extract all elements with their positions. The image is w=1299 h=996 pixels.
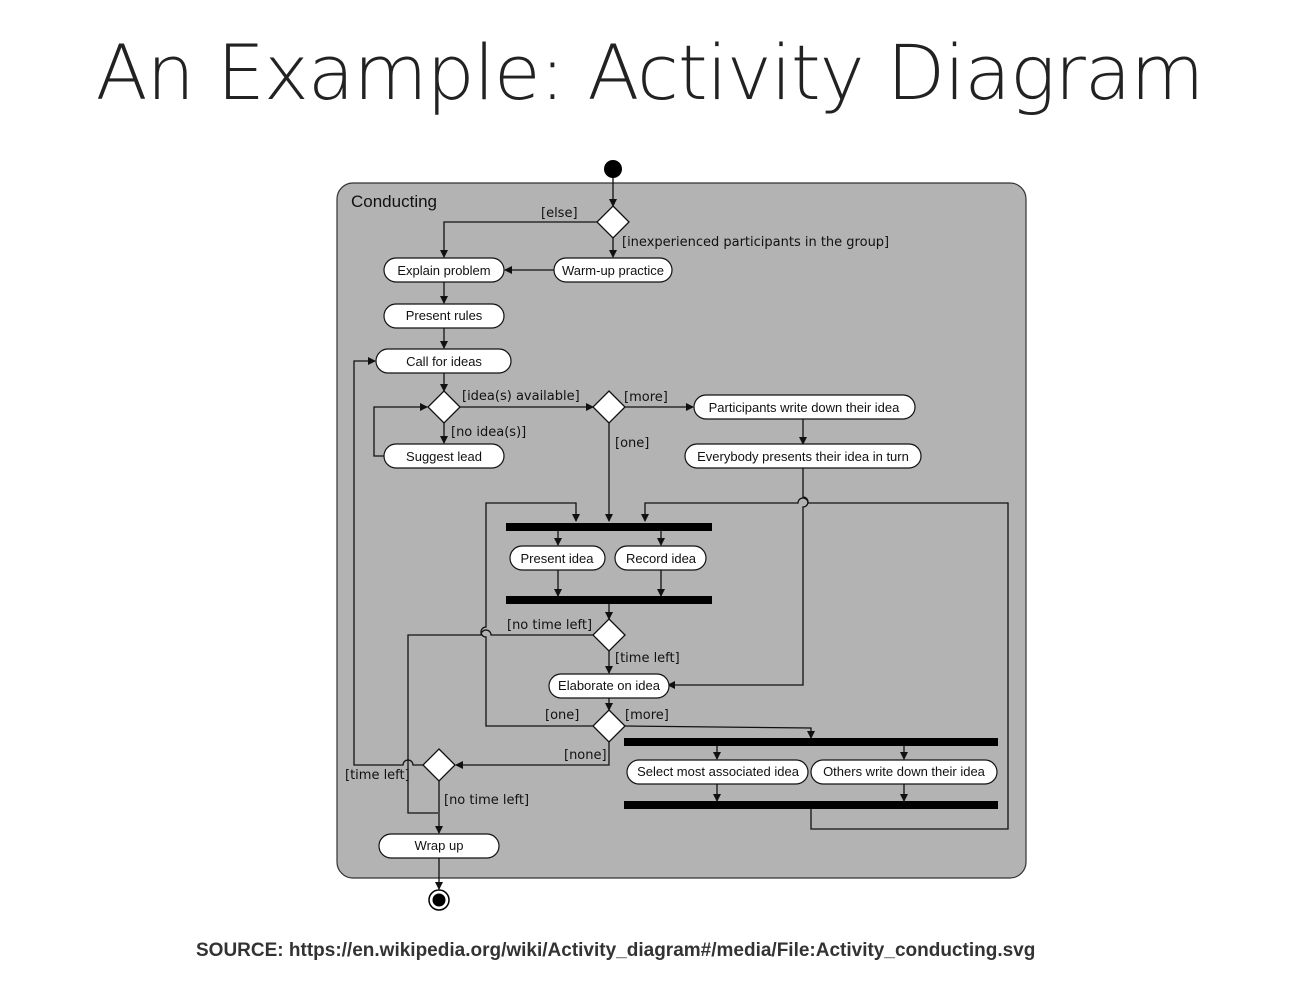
- decision-node-1: [596, 205, 630, 239]
- guard-more-1: [more]: [624, 390, 668, 405]
- activity-nodes: [375, 257, 998, 859]
- activity-elaborate: [548, 673, 670, 699]
- edges: [353, 178, 1009, 890]
- guard-time-left-2: [time left]: [345, 768, 410, 783]
- label-participants-write: Participants write down their idea: [709, 400, 901, 415]
- guard-ideas-available: [idea(s) available]: [462, 389, 580, 404]
- guard-one-2: [one]: [545, 708, 579, 723]
- activity-select-associated: [626, 759, 809, 785]
- activity-others-write: [810, 759, 998, 785]
- guard-else: [else]: [541, 206, 578, 221]
- decision-nodes: [422, 205, 630, 782]
- label-suggest-lead: Suggest lead: [406, 449, 482, 464]
- join-bar-1: [506, 596, 712, 604]
- label-explain-problem: Explain problem: [397, 263, 490, 278]
- fork-bar-2: [624, 738, 998, 746]
- fork-join-bars: [506, 523, 998, 809]
- label-everybody-presents: Everybody presents their idea in turn: [697, 449, 909, 464]
- guard-labels: [else] [inexperienced participants in th…: [345, 206, 889, 808]
- guard-no-time-left-1: [no time left]: [507, 618, 592, 633]
- activity-labels: Warm-up practice Explain problem Present…: [397, 263, 985, 853]
- decision-node-2: [427, 390, 461, 424]
- activity-warm-up: [553, 257, 673, 283]
- label-call-for-ideas: Call for ideas: [406, 354, 482, 369]
- decision-node-3: [592, 390, 626, 424]
- activity-record-idea: [614, 545, 707, 571]
- guard-no-time-left-2: [no time left]: [444, 793, 529, 808]
- activity-participants-write: [693, 394, 916, 420]
- activity-present-rules: [383, 303, 505, 329]
- guard-inexperienced: [inexperienced participants in the group…: [622, 235, 889, 250]
- label-wrap-up: Wrap up: [415, 838, 464, 853]
- activity-explain-problem: [383, 257, 505, 283]
- initial-node: [604, 160, 622, 178]
- guard-time-left-1: [time left]: [615, 651, 680, 666]
- join-bar-2: [624, 801, 998, 809]
- label-others-write: Others write down their idea: [823, 764, 986, 779]
- decision-node-5: [592, 709, 626, 743]
- activity-everybody-presents: [684, 443, 922, 469]
- activity-suggest-lead: [383, 443, 505, 469]
- frame-label: Conducting: [351, 192, 437, 211]
- final-node: [428, 889, 450, 911]
- label-record-idea: Record idea: [626, 551, 697, 566]
- source-citation: SOURCE: https://en.wikipedia.org/wiki/Ac…: [196, 940, 1036, 961]
- guard-more-2: [more]: [625, 708, 669, 723]
- label-select-associated: Select most associated idea: [637, 764, 800, 779]
- label-present-idea: Present idea: [521, 551, 595, 566]
- activity-wrap-up: [378, 833, 500, 859]
- label-elaborate: Elaborate on idea: [558, 678, 661, 693]
- activity-call-for-ideas: [375, 348, 512, 374]
- guard-one-1: [one]: [615, 436, 649, 451]
- label-present-rules: Present rules: [406, 308, 483, 323]
- decision-node-4: [592, 618, 626, 652]
- label-warm-up: Warm-up practice: [562, 263, 664, 278]
- fork-bar-1: [506, 523, 712, 531]
- slide-title: An Example: Activity Diagram: [95, 28, 1205, 117]
- guard-no-ideas: [no idea(s)]: [451, 425, 526, 440]
- guard-none: [none]: [564, 748, 607, 763]
- decision-node-6: [422, 748, 456, 782]
- activity-present-idea: [509, 545, 606, 571]
